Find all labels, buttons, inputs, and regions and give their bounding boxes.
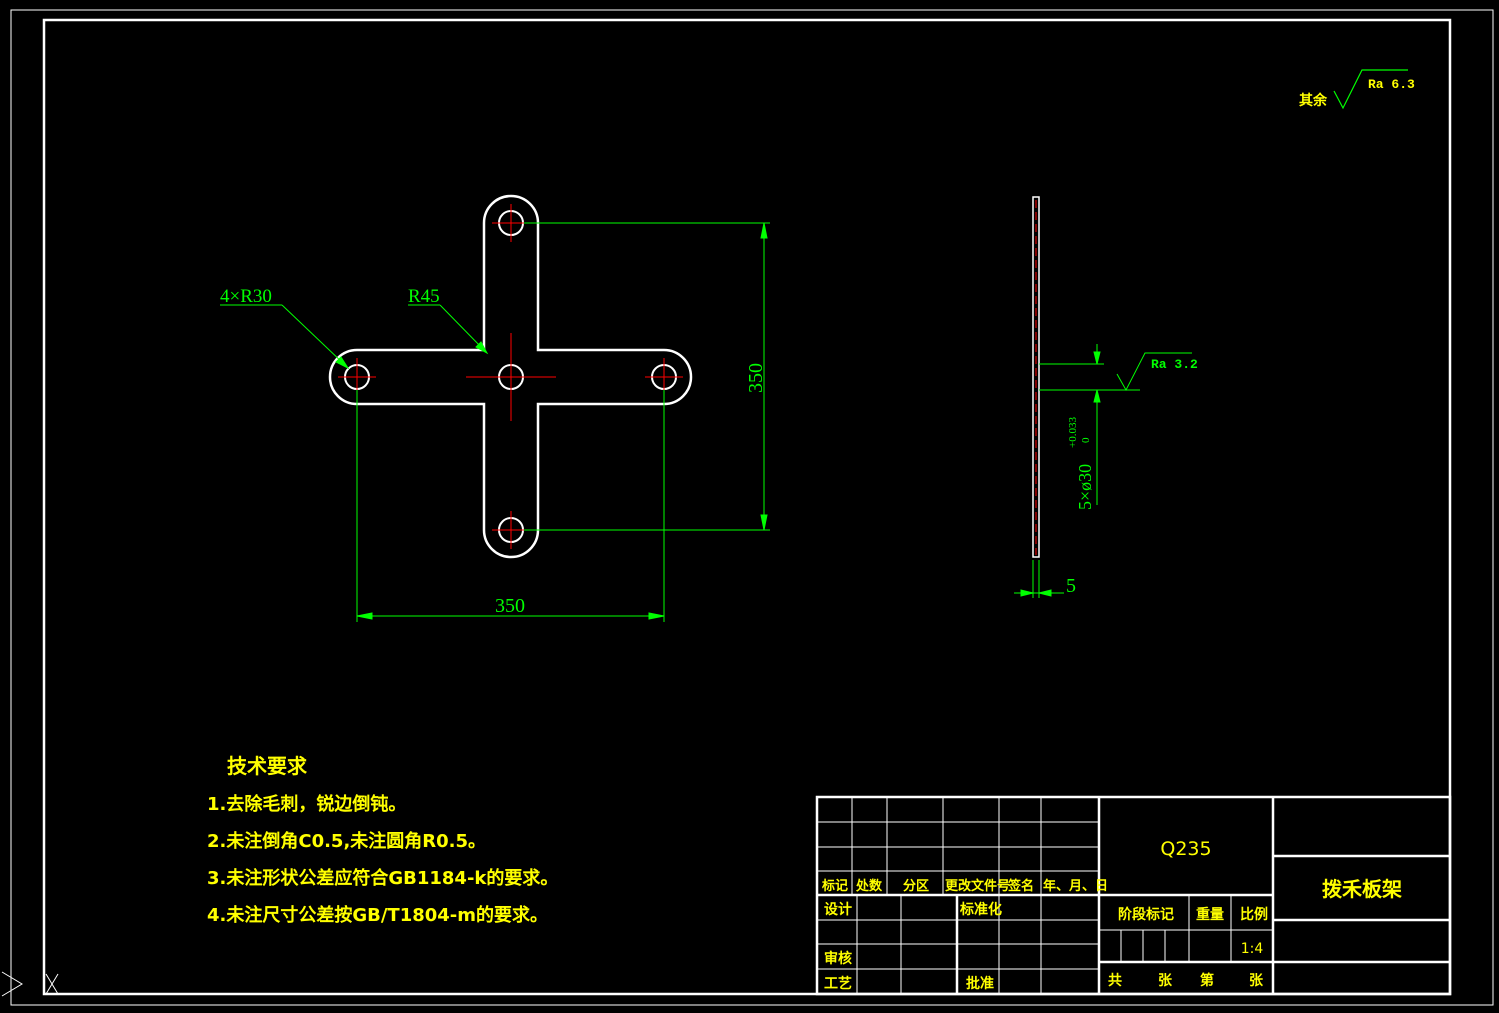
material: Q235 bbox=[1160, 838, 1211, 860]
hdr-zone: 分区 bbox=[903, 878, 929, 894]
dim-inner-radius: R45 bbox=[408, 286, 440, 307]
outer-frame bbox=[10, 9, 1494, 1006]
part-name: 拨禾板架 bbox=[1322, 877, 1402, 901]
tech-item: 1.去除毛刺，锐边倒钝。 bbox=[207, 793, 406, 815]
tech-item: 4.未注尺寸公差按GB/T1804-m的要求。 bbox=[207, 904, 548, 926]
label-review: 审核 bbox=[824, 950, 852, 967]
label-sheets: 张 bbox=[1249, 973, 1264, 989]
label-design: 设计 bbox=[824, 901, 852, 918]
hdr-date: 年、月、日 bbox=[1043, 878, 1108, 894]
hdr-count: 处数 bbox=[855, 878, 883, 894]
label-scale: 比例 bbox=[1240, 906, 1268, 923]
label-sheets: 张 bbox=[1158, 973, 1173, 989]
title-block-text: 标记 处数 分区 更改文件号 签名 年、月、日 设计 标准化 审核 工艺 批准 … bbox=[821, 838, 1402, 992]
tech-item: 2.未注倒角C0.5,未注圆角R0.5。 bbox=[207, 830, 486, 852]
label-stage-mark: 阶段标记 bbox=[1118, 906, 1174, 923]
roughness-prefix: 其余 bbox=[1299, 92, 1328, 109]
title-block bbox=[815, 795, 1452, 996]
side-view-outline bbox=[1032, 196, 1040, 558]
leader-r45 bbox=[408, 304, 489, 355]
leader-r30 bbox=[220, 304, 350, 370]
scale-value: 1:4 bbox=[1241, 941, 1264, 957]
label-approve: 批准 bbox=[966, 975, 994, 992]
tech-title: 技术要求 bbox=[227, 754, 308, 778]
dim-vertical bbox=[524, 222, 770, 531]
inner-frame bbox=[42, 18, 1452, 996]
roughness-symbol-icon bbox=[1333, 69, 1408, 110]
dim-vertical-label: 350 bbox=[745, 363, 767, 393]
hdr-mark: 标记 bbox=[821, 878, 848, 894]
hdr-signature: 签名 bbox=[1007, 878, 1034, 894]
roughness-hole: Ra 3.2 bbox=[1151, 357, 1198, 372]
dim-corner-radius: 4×R30 bbox=[220, 286, 272, 307]
dim-thickness: 5 bbox=[1066, 575, 1076, 597]
label-nth: 第 bbox=[1200, 972, 1214, 989]
ucs-icon bbox=[1, 971, 59, 997]
label-standardize: 标准化 bbox=[959, 901, 1002, 918]
label-process: 工艺 bbox=[824, 975, 852, 992]
dim-hole-tol-lower: 0 bbox=[1080, 437, 1092, 443]
label-total: 共 bbox=[1108, 972, 1122, 989]
roughness-value: Ra 6.3 bbox=[1368, 77, 1415, 92]
dim-hole-spec: 5×ø30 bbox=[1075, 464, 1095, 510]
side-view: Ra 3.2 5×ø30 +0.033 0 5 bbox=[1014, 196, 1198, 598]
hdr-change-doc: 更改文件号 bbox=[945, 878, 1010, 894]
dim-horizontal bbox=[356, 390, 665, 622]
dim-horizontal-label: 350 bbox=[495, 595, 525, 617]
label-weight: 重量 bbox=[1196, 906, 1224, 923]
general-roughness-note: 其余 Ra 6.3 bbox=[1299, 69, 1415, 110]
tech-item: 3.未注形状公差应符合GB1184-k的要求。 bbox=[207, 867, 558, 889]
dim-hole-tol-upper: +0.033 bbox=[1067, 417, 1079, 448]
tech-requirements: 技术要求 1.去除毛刺，锐边倒钝。 2.未注倒角C0.5,未注圆角R0.5。 3… bbox=[207, 754, 558, 926]
center-lines bbox=[338, 204, 683, 549]
